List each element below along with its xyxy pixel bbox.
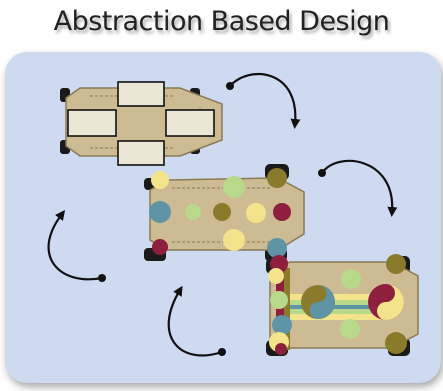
module-boxes bbox=[67, 81, 215, 166]
connected-circles bbox=[268, 254, 407, 355]
component-circle bbox=[213, 203, 231, 221]
component-circle bbox=[268, 268, 284, 284]
vehicle-component-circles bbox=[144, 164, 305, 261]
vehicle-abstract-modules bbox=[60, 81, 223, 166]
component-circle bbox=[385, 332, 407, 354]
arrow-middle-right bbox=[318, 159, 398, 217]
arrow-bottom-left bbox=[167, 285, 226, 357]
component-circle bbox=[273, 203, 291, 221]
yin-yang-half bbox=[309, 285, 335, 319]
yin-yang-half bbox=[377, 284, 404, 320]
component-circle bbox=[246, 203, 266, 223]
component-circle bbox=[223, 229, 245, 251]
diagram-title: Abstraction Based Design bbox=[53, 6, 390, 37]
arrow-left bbox=[47, 210, 106, 282]
component-circle bbox=[152, 239, 168, 255]
component-circle bbox=[272, 315, 292, 335]
component-circle bbox=[270, 291, 288, 309]
arrow-top-right bbox=[226, 72, 301, 129]
component-circle bbox=[267, 238, 287, 258]
component-circle bbox=[386, 254, 406, 274]
component-circle bbox=[340, 319, 360, 339]
vehicle-connected-system bbox=[266, 254, 419, 356]
module-box-top bbox=[117, 81, 165, 107]
component-circle bbox=[185, 204, 201, 220]
component-circle bbox=[149, 201, 171, 223]
cycle-arrows bbox=[47, 72, 398, 357]
component-circles bbox=[149, 168, 291, 258]
component-circle bbox=[341, 269, 361, 289]
module-box-bottom bbox=[117, 140, 165, 166]
component-circle bbox=[267, 168, 287, 188]
module-box-right bbox=[165, 109, 215, 137]
vehicle-1-body bbox=[65, 87, 223, 157]
vehicle-2-detail-lines bbox=[172, 187, 270, 243]
component-circle bbox=[151, 171, 169, 189]
component-circle bbox=[223, 176, 245, 198]
component-circle bbox=[275, 343, 287, 355]
module-box-left bbox=[67, 109, 117, 137]
